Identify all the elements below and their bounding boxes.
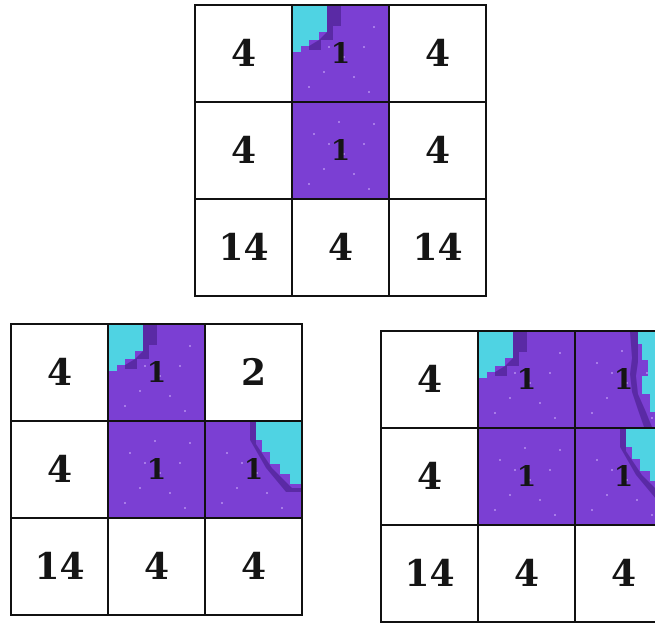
tile-number: 4 bbox=[425, 130, 450, 172]
tile-cell[interactable]: 4 bbox=[390, 6, 485, 101]
tile-cell[interactable]: 1 bbox=[479, 332, 574, 427]
tile-cell[interactable]: 4 bbox=[206, 519, 301, 614]
tile-number: 14 bbox=[412, 227, 462, 269]
tile-number: 1 bbox=[517, 460, 536, 493]
tile-cell[interactable]: 4 bbox=[479, 526, 574, 621]
tile-number: 4 bbox=[425, 33, 450, 75]
tile-number: 4 bbox=[144, 546, 169, 588]
tile-cell[interactable]: 4 bbox=[196, 6, 291, 101]
tile-number: 4 bbox=[231, 130, 256, 172]
tile-number: 4 bbox=[611, 553, 636, 595]
tile-cell[interactable]: 4 bbox=[576, 526, 655, 621]
tile-cell[interactable]: 4 bbox=[12, 325, 107, 420]
tile-number: 4 bbox=[241, 546, 266, 588]
tile-number: 1 bbox=[331, 134, 350, 167]
tile-cell[interactable]: 4 bbox=[12, 422, 107, 517]
tile-number: 1 bbox=[331, 37, 350, 70]
tile-cell[interactable]: 1 bbox=[479, 429, 574, 524]
tile-number: 4 bbox=[417, 456, 442, 498]
tile-cell[interactable]: 1 bbox=[109, 422, 204, 517]
tile-cell[interactable]: 14 bbox=[390, 200, 485, 295]
tile-cell[interactable]: 4 bbox=[109, 519, 204, 614]
tile-cell[interactable]: 4 bbox=[196, 103, 291, 198]
tile-cell[interactable]: 1 bbox=[293, 103, 388, 198]
tile-number: 4 bbox=[328, 227, 353, 269]
tile-cell[interactable]: 4 bbox=[382, 429, 477, 524]
tile-number: 4 bbox=[231, 33, 256, 75]
tile-number: 14 bbox=[218, 227, 268, 269]
tile-number: 14 bbox=[34, 546, 84, 588]
tile-cell[interactable]: 1 bbox=[109, 325, 204, 420]
tile-number: 1 bbox=[517, 363, 536, 396]
tile-number: 1 bbox=[147, 356, 166, 389]
tile-number: 4 bbox=[47, 449, 72, 491]
tile-number: 1 bbox=[244, 453, 263, 486]
tile-cell[interactable]: 2 bbox=[206, 325, 301, 420]
tile-number: 14 bbox=[404, 553, 454, 595]
tile-cell[interactable]: 1 bbox=[206, 422, 301, 517]
tile-cell[interactable]: 4 bbox=[293, 200, 388, 295]
tile-cell[interactable]: 1 bbox=[576, 429, 655, 524]
board-bottom-left: 4 1 2 4 1 1 14 4 4 bbox=[10, 323, 303, 616]
tile-number: 1 bbox=[147, 453, 166, 486]
tile-number: 1 bbox=[614, 460, 633, 493]
tile-cell[interactable]: 4 bbox=[382, 332, 477, 427]
tile-cell[interactable]: 1 bbox=[576, 332, 655, 427]
tile-cell[interactable]: 4 bbox=[390, 103, 485, 198]
tile-number: 4 bbox=[417, 359, 442, 401]
tile-cell[interactable]: 14 bbox=[12, 519, 107, 614]
tile-cell[interactable]: 14 bbox=[196, 200, 291, 295]
tile-cell[interactable]: 1 bbox=[293, 6, 388, 101]
tile-number: 2 bbox=[241, 352, 266, 394]
tile-number: 1 bbox=[614, 363, 633, 396]
tile-number: 4 bbox=[47, 352, 72, 394]
tile-cell[interactable]: 14 bbox=[382, 526, 477, 621]
tile-number: 4 bbox=[514, 553, 539, 595]
